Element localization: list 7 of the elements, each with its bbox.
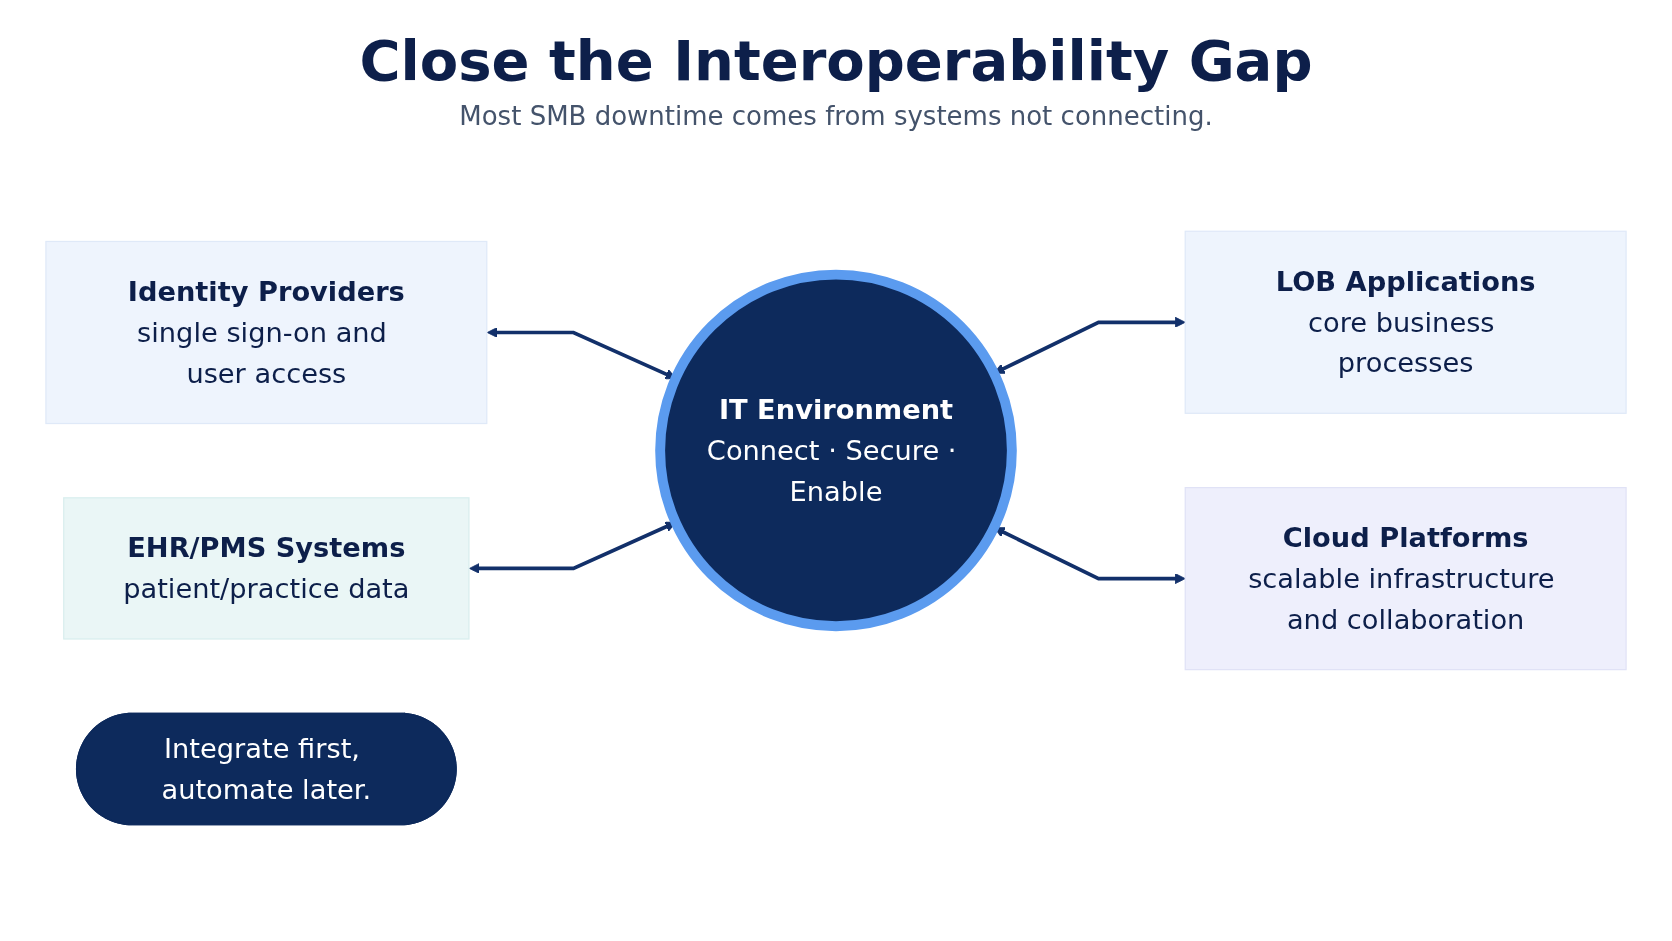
node-box: Identity Providers single sign-on and user access	[45, 240, 488, 425]
title: Close the Interoperability Gap	[359, 28, 1313, 93]
node-box: LOB Applications core business processes	[1184, 230, 1627, 414]
node-circle: IT Environment Connect · Secure · Enable	[655, 269, 1017, 632]
node-box: Cloud Platforms scalable infrastructure and collaboration	[1184, 487, 1627, 671]
node-box: EHR/PMS Systems patient/practice data	[63, 497, 470, 640]
subtitle: Most SMB downtime comes from systems not connecting.	[459, 101, 1213, 131]
